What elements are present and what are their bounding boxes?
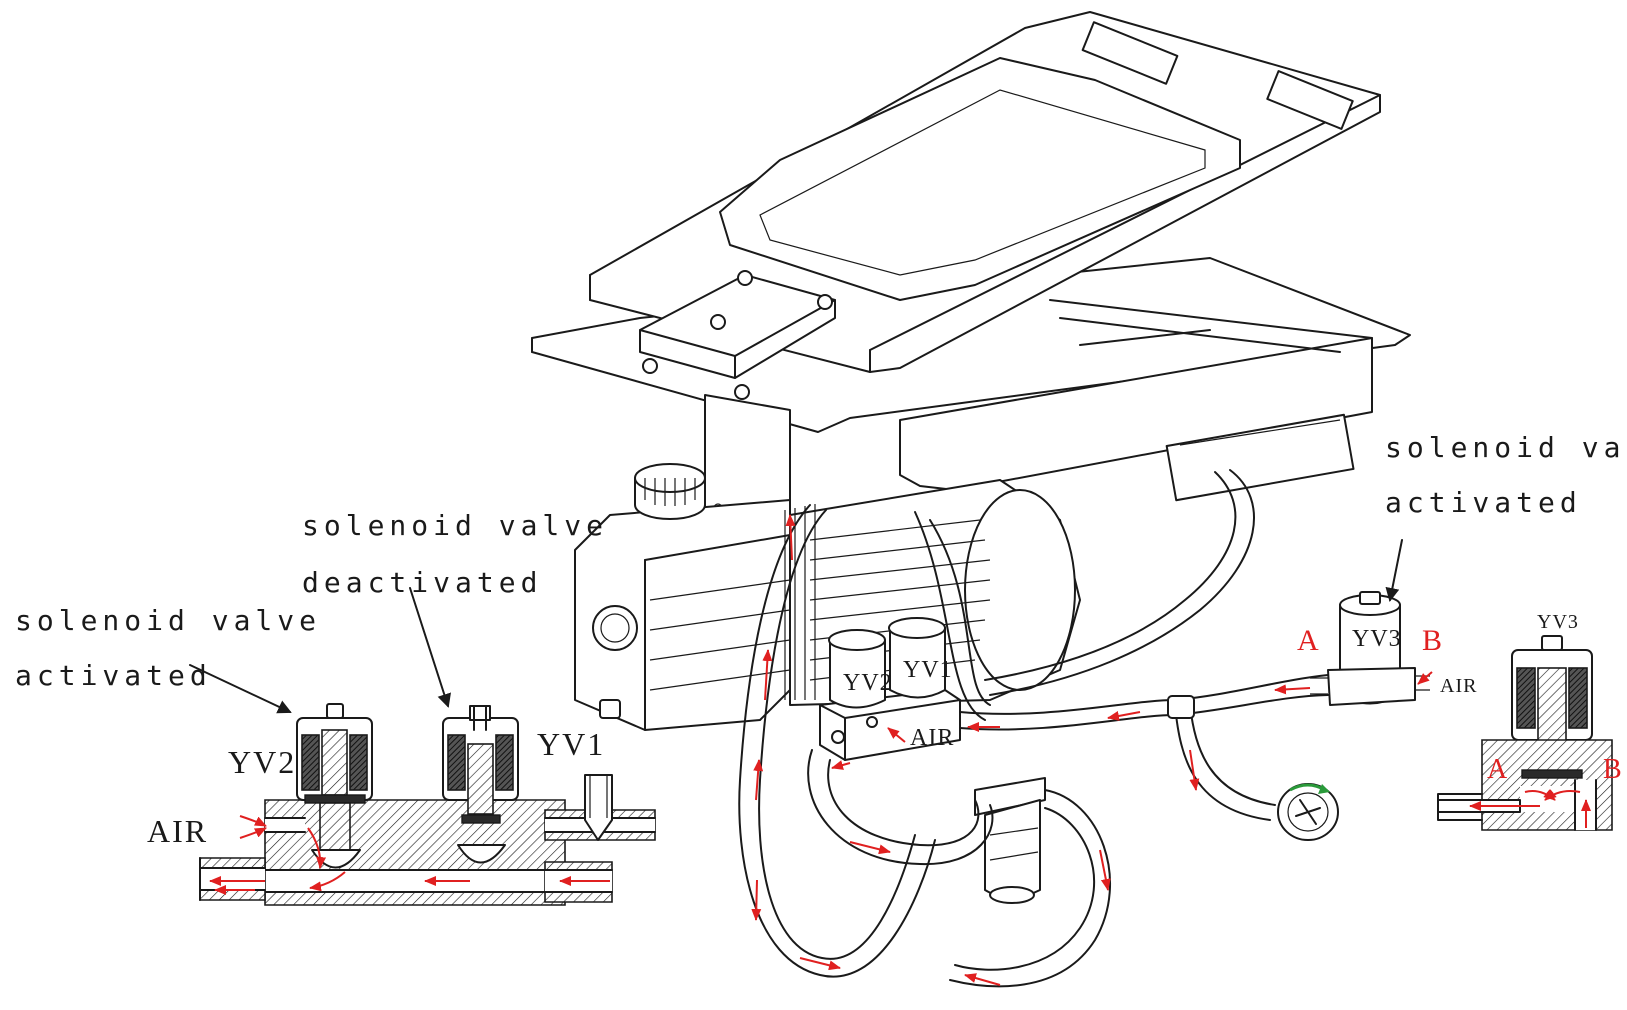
center-port-a-label: A (1297, 624, 1319, 657)
left-activated-label-line1: solenoid valve (15, 604, 321, 637)
left-air-label: AIR (147, 813, 208, 849)
right-yv3-label: YV3 (1537, 611, 1579, 633)
left-yv1-label: YV1 (537, 726, 605, 762)
vacuum-pump-assembly (531, 11, 1433, 988)
left-yv2-solenoid (296, 703, 373, 869)
left-yv2-label: YV2 (228, 744, 296, 780)
center-valve-block (819, 617, 961, 761)
center-air-right-label: AIR (1440, 675, 1477, 697)
pump-housing (574, 463, 791, 731)
left-section-view (189, 587, 656, 906)
right-port-b-label: B (1603, 754, 1622, 785)
right-section-view (1437, 635, 1613, 831)
flow-arrows-left (209, 815, 610, 895)
left-yv1-solenoid (442, 705, 519, 864)
callout-right-activated (1385, 539, 1403, 602)
flow-arrows-right (1469, 789, 1591, 828)
callout-left-activated (189, 664, 292, 714)
right-port-a-label: A (1487, 754, 1508, 785)
annotation-labels: solenoid valve activated solenoid valve … (15, 431, 1627, 849)
flow-arrows-main (751, 514, 1433, 986)
center-port-b-label: B (1422, 624, 1442, 657)
right-activated-label-line2: activated (1385, 486, 1582, 519)
center-yv3-valve (1310, 591, 1430, 706)
center-yv2-label: YV2 (843, 670, 893, 696)
center-yv1-label: YV1 (903, 657, 953, 683)
lid-hinge-bracket (639, 270, 836, 400)
center-air-label: AIR (910, 725, 954, 751)
center-yv2-coil (828, 629, 886, 709)
oil-mist-filter (974, 777, 1046, 904)
left-valve-body (264, 799, 566, 876)
center-yv1-coil (888, 617, 946, 699)
hoses (738, 469, 1329, 988)
left-activated-label-line2: activated (15, 659, 212, 692)
callout-left-deactivated (409, 587, 451, 708)
right-activated-label-line1: solenoid valve (1385, 431, 1627, 464)
center-yv3-label: YV3 (1352, 626, 1402, 652)
left-deactivated-label-line2: deactivated (302, 566, 542, 599)
chamber-lid (589, 11, 1381, 373)
left-deactivated-label-line1: solenoid valve (302, 509, 608, 542)
vacuum-gauge (1277, 783, 1339, 841)
